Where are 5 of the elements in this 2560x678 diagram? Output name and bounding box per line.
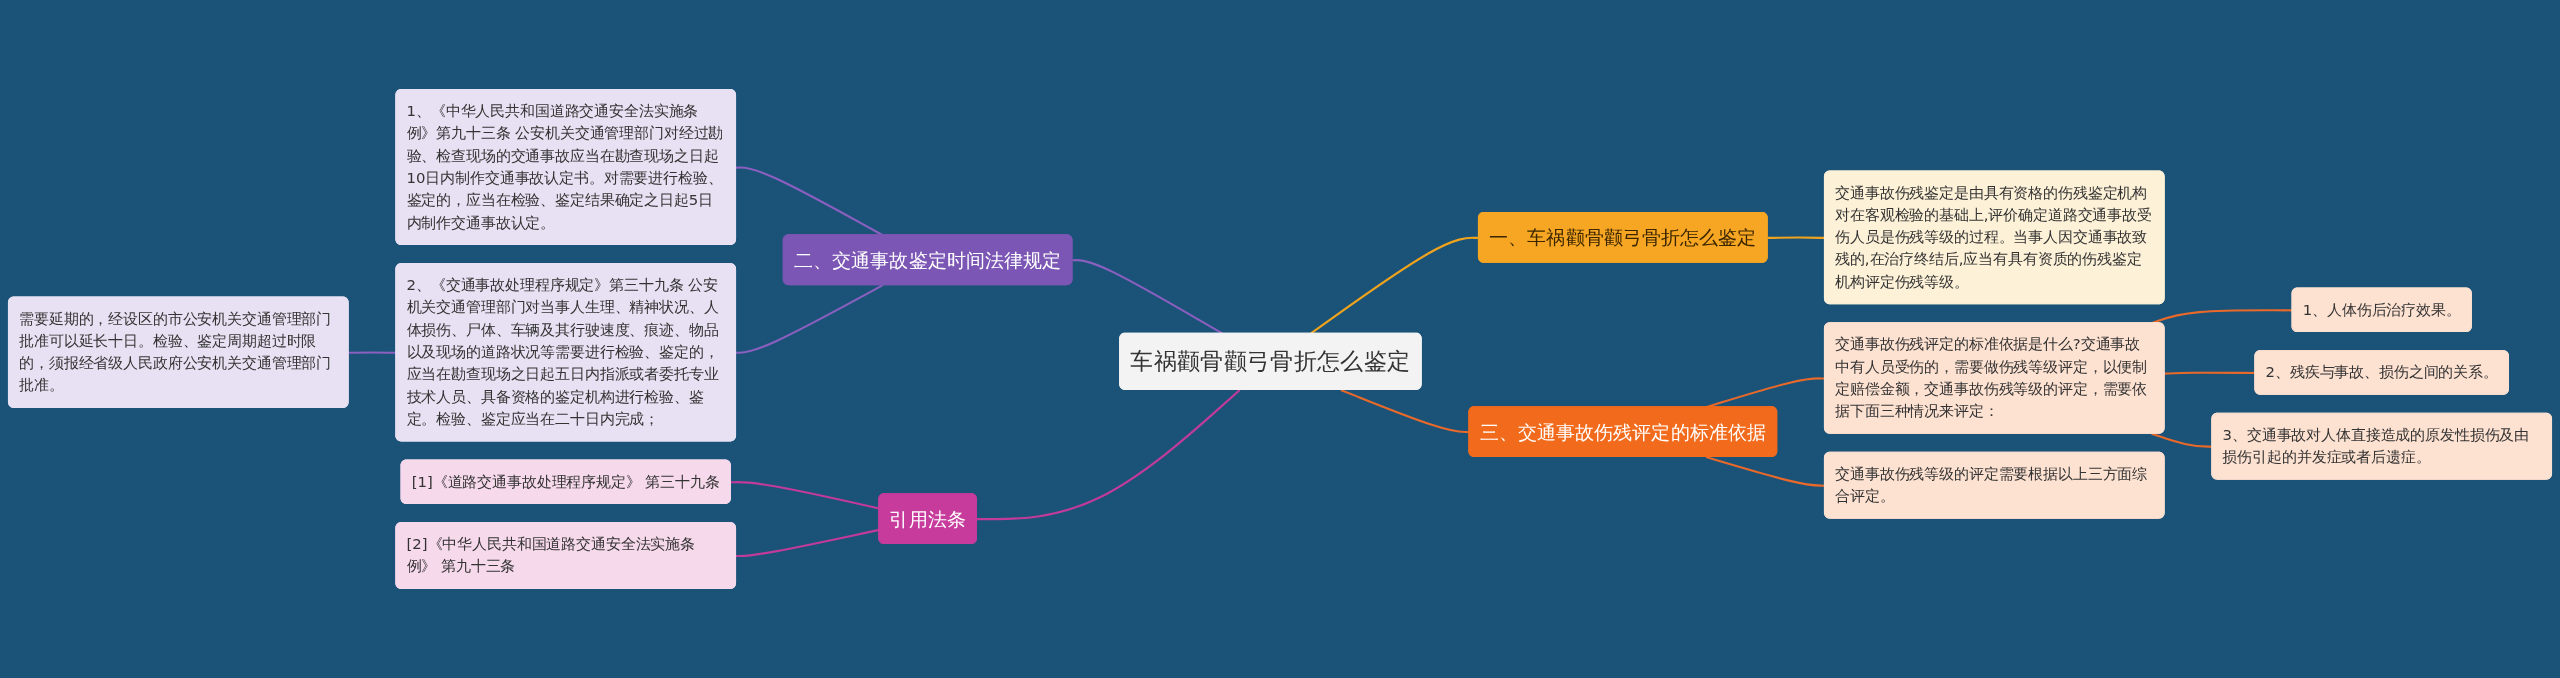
connector [976, 389, 1241, 521]
connector [2151, 309, 2293, 325]
connector [1072, 259, 1224, 335]
connector [1310, 236, 1479, 335]
connector [736, 284, 884, 354]
